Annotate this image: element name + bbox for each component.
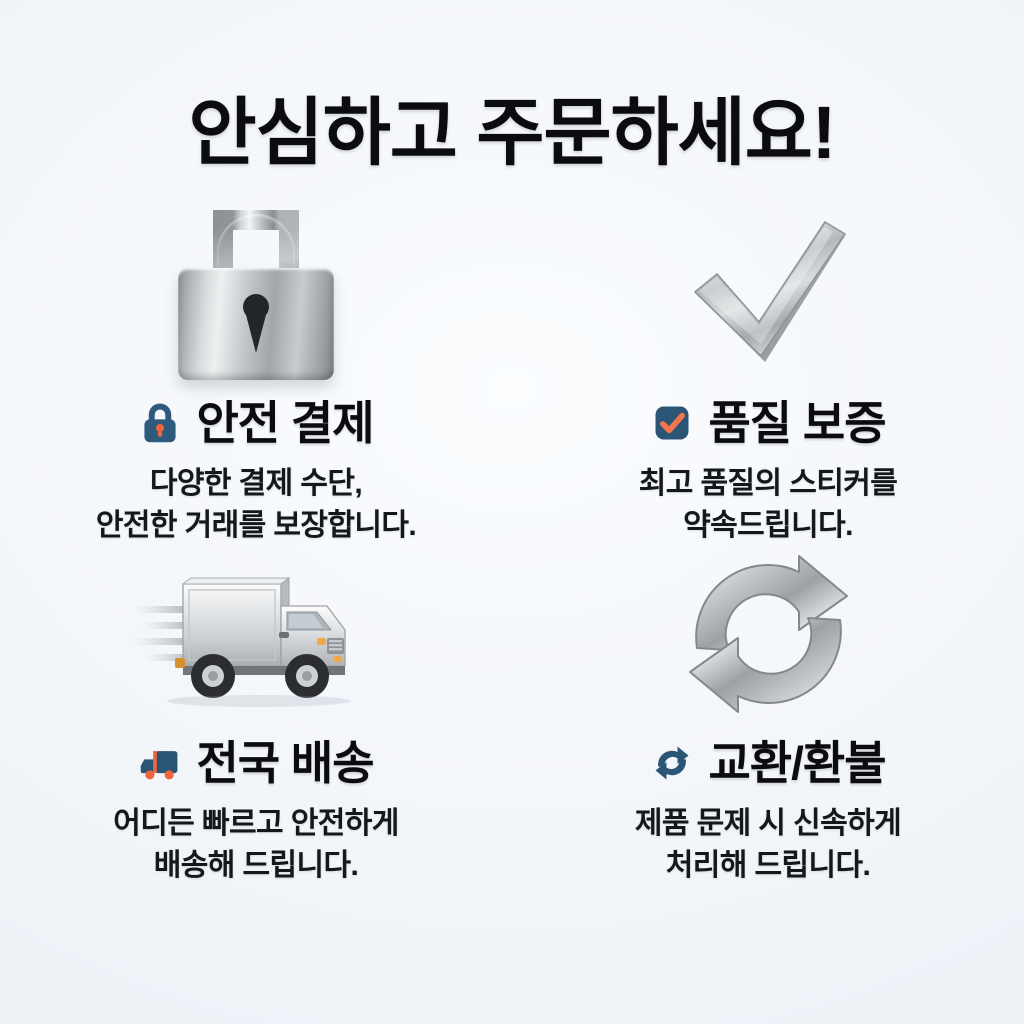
feature-description-line1: 어디든 빠르고 안전하게 [113,806,399,840]
check-box-icon [655,406,689,440]
feature-description: 다양한 결제 수단, 안전한 거래를 보장합니다. [95,463,417,548]
feature-card-quality-guarantee: 품질 보증 최고 품질의 스티커를 약속드립니다. [512,208,1024,548]
exchange-arrows-3d-icon [688,555,848,714]
feature-description-line1: 다양한 결제 수단, [149,466,363,500]
feature-description-line2: 안전한 거래를 보장합니다. [95,509,417,543]
feature-description-line2: 처리해 드립니다. [665,849,871,883]
feature-description: 최고 품질의 스티커를 약속드립니다. [638,463,898,548]
feature-heading-row: 교환/환불 [650,736,887,789]
feature-heading: 안전 결제 [196,396,374,449]
padlock-body [178,268,334,381]
feature-description-line2: 약속드립니다. [683,509,853,543]
lock-icon [144,403,177,442]
feature-heading: 품질 보증 [708,396,886,449]
feature-heading-row: 안전 결제 [138,396,375,449]
feature-heading-row: 품질 보증 [650,396,887,449]
feature-description: 제품 문제 시 신속하게 처리해 드립니다. [634,803,902,888]
feature-card-secure-payment: 안전 결제 다양한 결제 수단, 안전한 거래를 보장합니다. [0,208,512,548]
feature-description-line1: 제품 문제 시 신속하게 [634,806,902,840]
delivery-truck-icon [131,577,351,708]
feature-grid: 안전 결제 다양한 결제 수단, 안전한 거래를 보장합니다. [0,208,1024,888]
truck-icon [141,750,178,780]
feature-heading: 교환/환불 [708,736,886,789]
page-title: 안심하고 주문하세요! [188,91,837,174]
truck-illustration [30,548,482,721]
feature-heading-row: 전국 배송 [138,736,375,789]
padlock-keyhole-icon [243,294,269,321]
feature-description: 어디든 빠르고 안전하게 배송해 드립니다. [113,803,399,888]
padlock-illustration [30,208,482,381]
exchange-arrows-icon [655,746,689,780]
checkmark-illustration [542,208,994,381]
feature-description-line1: 최고 품질의 스티커를 [638,466,898,500]
feature-card-nationwide-shipping: 전국 배송 어디든 빠르고 안전하게 배송해 드립니다. [0,548,512,888]
feature-heading: 전국 배송 [196,736,374,789]
checkmark-3d-icon [694,221,846,363]
feature-card-exchange-refund: 교환/환불 제품 문제 시 신속하게 처리해 드립니다. [512,548,1024,888]
refresh-illustration [542,548,994,721]
feature-description-line2: 배송해 드립니다. [153,849,359,883]
